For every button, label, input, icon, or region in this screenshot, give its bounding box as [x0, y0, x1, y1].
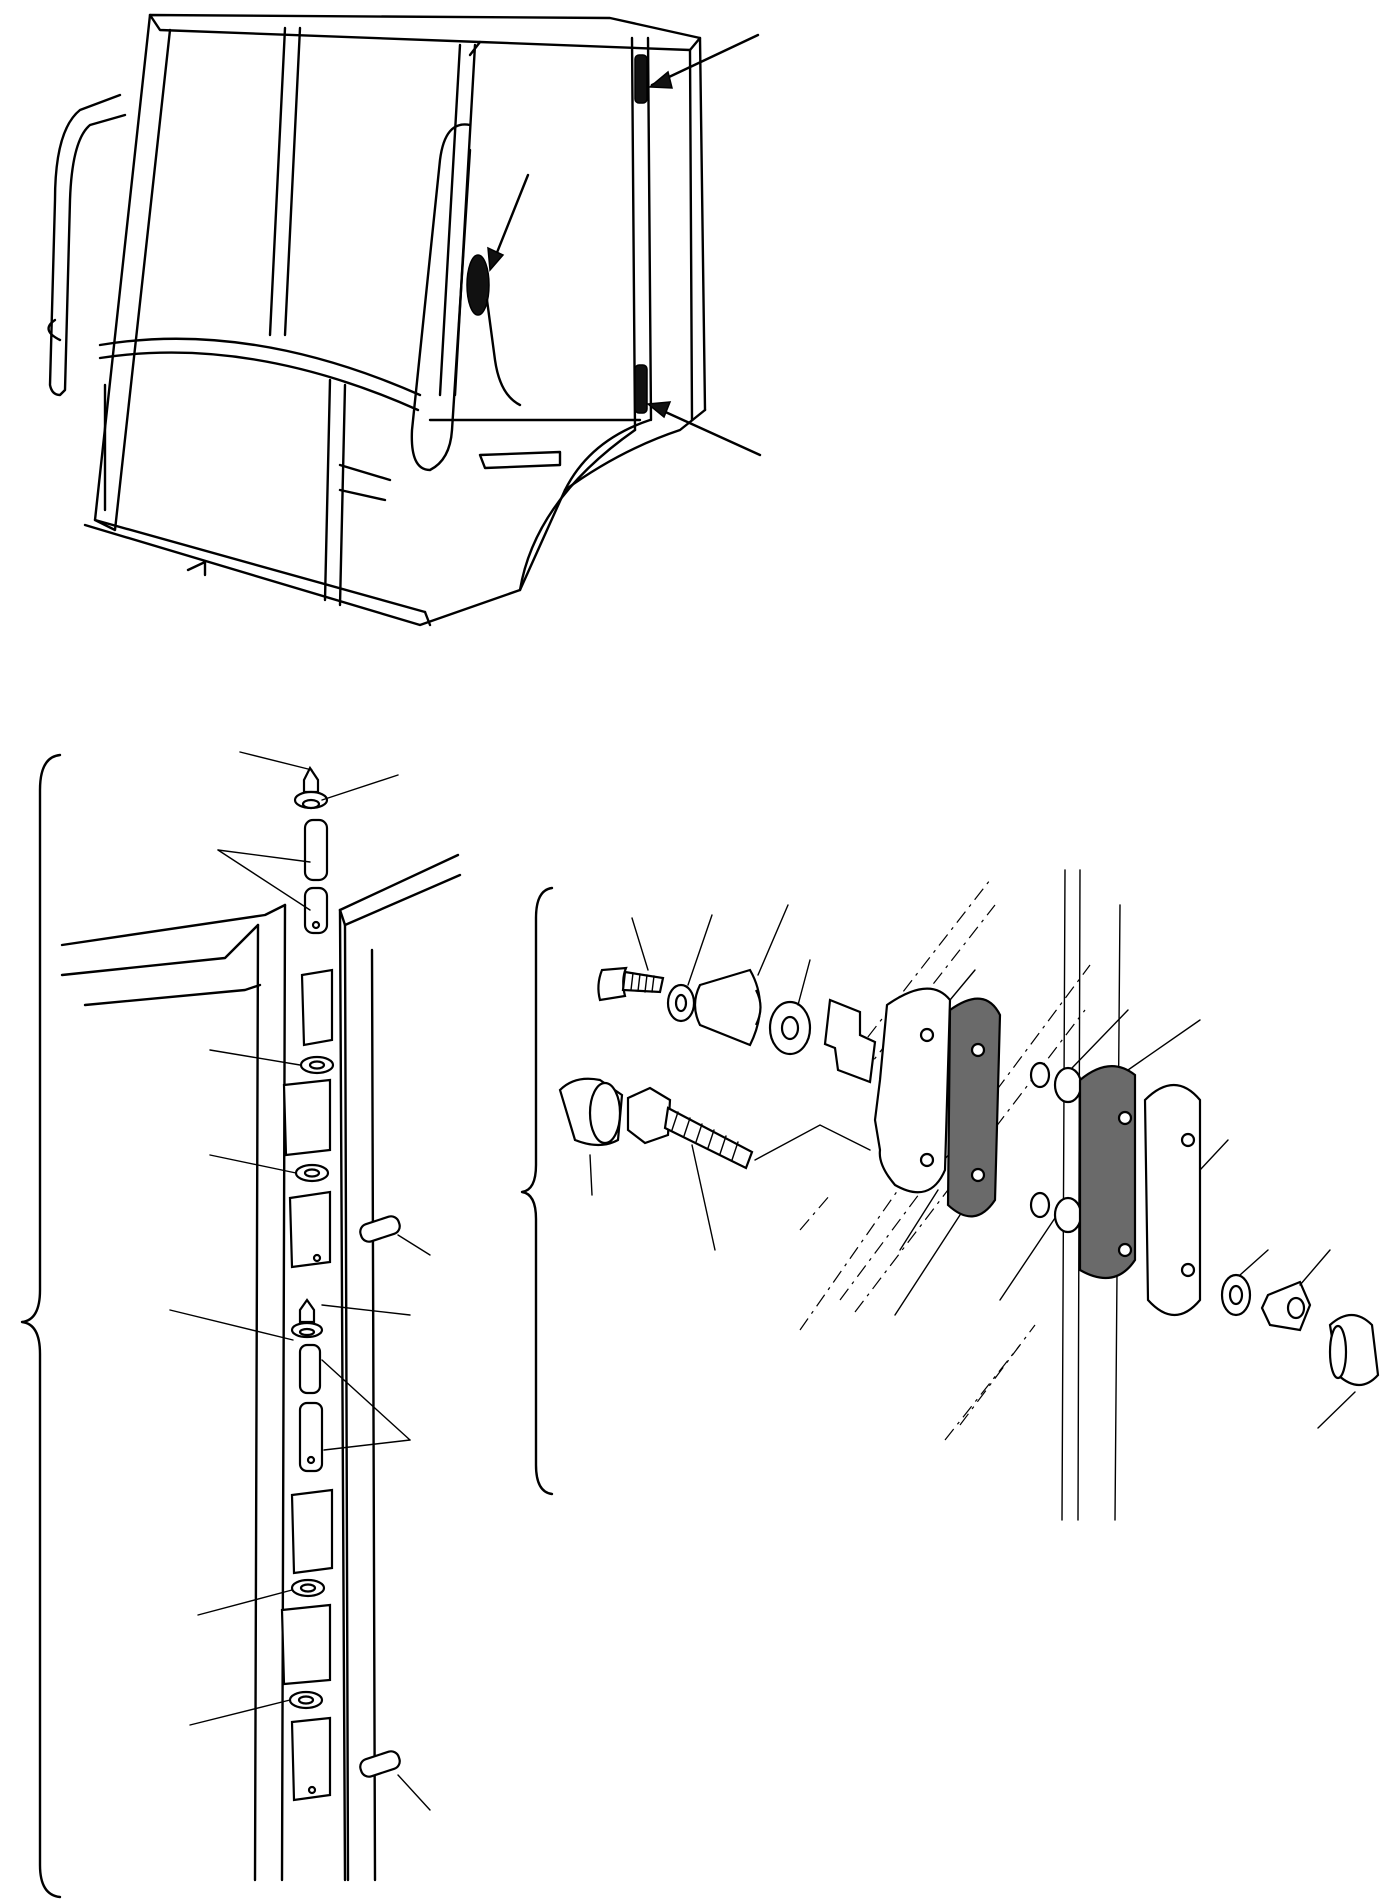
- door-hinge-exploded: [20, 751, 462, 1899]
- cab-overview: [47, 13, 762, 627]
- mount-bracket-exploded: [520, 869, 1380, 1521]
